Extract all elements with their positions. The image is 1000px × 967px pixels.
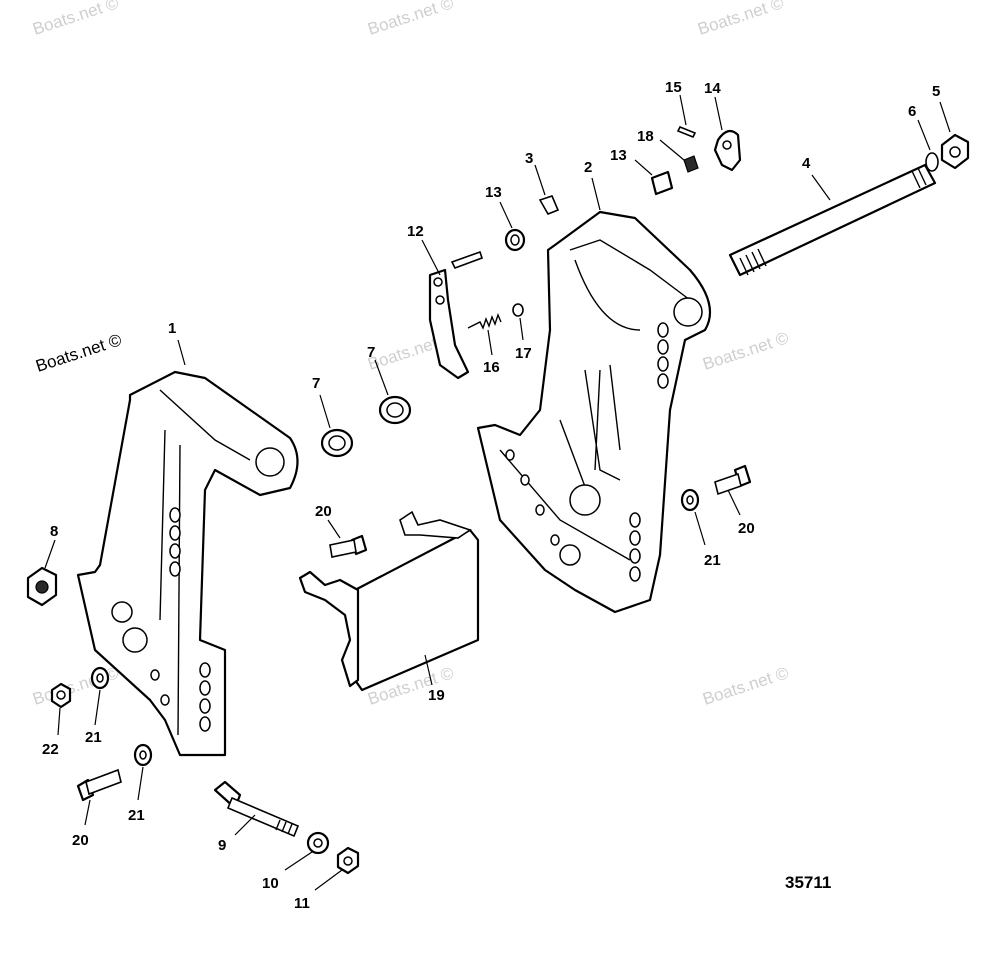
callout-19: 19	[428, 687, 445, 704]
part-12-tilt-lock-lever	[428, 250, 484, 380]
callout-13: 13	[485, 184, 502, 201]
part-21-washer-b	[90, 666, 110, 690]
callout-4: 4	[802, 155, 811, 172]
callout-7: 7	[367, 344, 375, 361]
watermark: Boats.net ©	[365, 0, 456, 39]
callout-20: 20	[315, 503, 332, 520]
part-21-washer-a	[680, 488, 700, 512]
watermark: Boats.net ©	[33, 330, 124, 376]
callout-1: 1	[168, 320, 176, 337]
drawing-number: 35711	[785, 873, 831, 892]
part-8-nut	[26, 566, 58, 607]
callout-7: 7	[312, 375, 320, 392]
part-16-spring	[467, 313, 502, 330]
callout-11: 11	[294, 895, 310, 912]
part-20-bolt-b	[714, 464, 752, 496]
part-6-washer	[925, 152, 939, 172]
part-20-bolt-a	[329, 534, 368, 558]
callout-9: 9	[218, 837, 226, 854]
callout-2: 2	[584, 159, 592, 176]
watermark: Boats.net ©	[700, 663, 791, 709]
callout-20: 20	[72, 832, 89, 849]
part-9-bolt	[213, 780, 300, 838]
part-15-pin	[676, 125, 697, 139]
callout-8: 8	[50, 523, 58, 540]
part-14-lever-cam	[713, 129, 742, 172]
callout-16: 16	[483, 359, 500, 376]
part-21-washer-c	[133, 743, 153, 767]
part-2-clamp-bracket-right	[476, 210, 712, 614]
part-18-spring	[683, 155, 699, 173]
callout-3: 3	[525, 150, 533, 167]
adjustment-holes	[505, 322, 669, 582]
callout-20: 20	[738, 520, 755, 537]
callout-22: 22	[42, 741, 59, 758]
watermark: Boats.net ©	[700, 328, 791, 374]
leader-lines	[44, 94, 951, 891]
callout-21: 21	[85, 729, 102, 746]
callout-5: 5	[932, 83, 940, 100]
adjustment-holes	[150, 507, 211, 732]
part-7-washer-a	[320, 428, 354, 458]
part-10-washer	[306, 831, 330, 855]
part-3-plug	[538, 195, 560, 216]
callout-18: 18	[637, 128, 654, 145]
part-22-nut	[50, 682, 72, 709]
callout-13: 13	[610, 147, 627, 164]
part-4-tilt-tube	[728, 163, 937, 277]
part-11-nut	[336, 846, 360, 875]
callout-labels: 1 2 3 4 5 6 7 7 8 9 10 11 12 13 13 14 15…	[42, 79, 940, 912]
part-17-pin	[512, 303, 524, 317]
watermark: Boats.net ©	[30, 663, 121, 709]
watermark: Boats.net ©	[30, 0, 121, 39]
callout-10: 10	[262, 875, 279, 892]
part-20-bolt-c	[76, 768, 122, 802]
part-13-bushing-a	[504, 228, 526, 252]
part-19-bracket-plate	[298, 510, 480, 692]
part-1-clamp-bracket-left	[76, 370, 299, 757]
part-5-nut	[940, 133, 970, 170]
watermark: Boats.net ©	[695, 0, 786, 39]
callout-14: 14	[704, 80, 721, 97]
callout-6: 6	[908, 103, 916, 120]
callout-12: 12	[407, 223, 424, 240]
callout-21: 21	[128, 807, 145, 824]
callout-15: 15	[665, 79, 682, 96]
callout-21: 21	[704, 552, 721, 569]
part-13-bushing-b	[650, 170, 674, 196]
part-7-washer-b	[378, 395, 412, 425]
callout-17: 17	[515, 345, 532, 362]
